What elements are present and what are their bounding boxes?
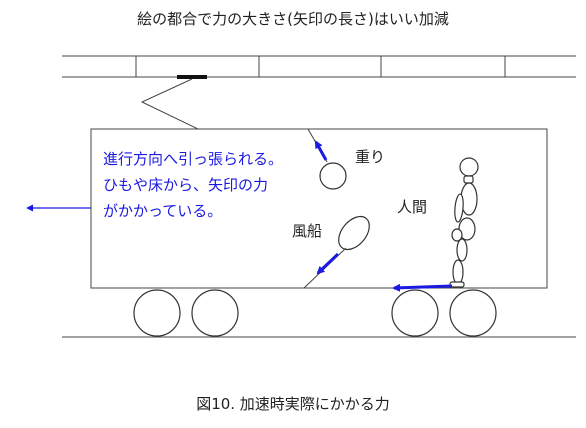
person-figure xyxy=(449,157,479,288)
pantograph-contact xyxy=(177,75,207,79)
balloon-force-arrow xyxy=(316,252,340,275)
weight-force-arrow xyxy=(314,140,328,161)
weight-label: 重り xyxy=(355,148,385,166)
wheel-rear-left xyxy=(391,289,439,337)
explanation-line-3: がかかっている。 xyxy=(103,202,222,220)
explanation-line-2: ひもや床から、矢印の力 xyxy=(103,176,268,194)
balloon-shape xyxy=(338,215,370,251)
floor-force-arrow xyxy=(392,283,453,292)
person-label: 人間 xyxy=(397,198,427,216)
figure-caption: 図10. 加速時実際にかかる力 xyxy=(196,395,390,413)
wheel-front-left xyxy=(133,289,181,337)
explanation-line-1: 進行方向へ引っ張られる。 xyxy=(103,150,283,168)
wheel-front-right xyxy=(191,289,239,337)
pantograph-arm xyxy=(140,78,199,130)
diagram-title: 絵の都合で力の大きさ(矢印の長さ)はいい加減 xyxy=(137,10,449,28)
balloon-label: 風船 xyxy=(292,222,322,240)
weight-ball xyxy=(319,162,347,190)
wheel-rear-right xyxy=(449,289,497,337)
overhead-rail xyxy=(62,55,576,79)
